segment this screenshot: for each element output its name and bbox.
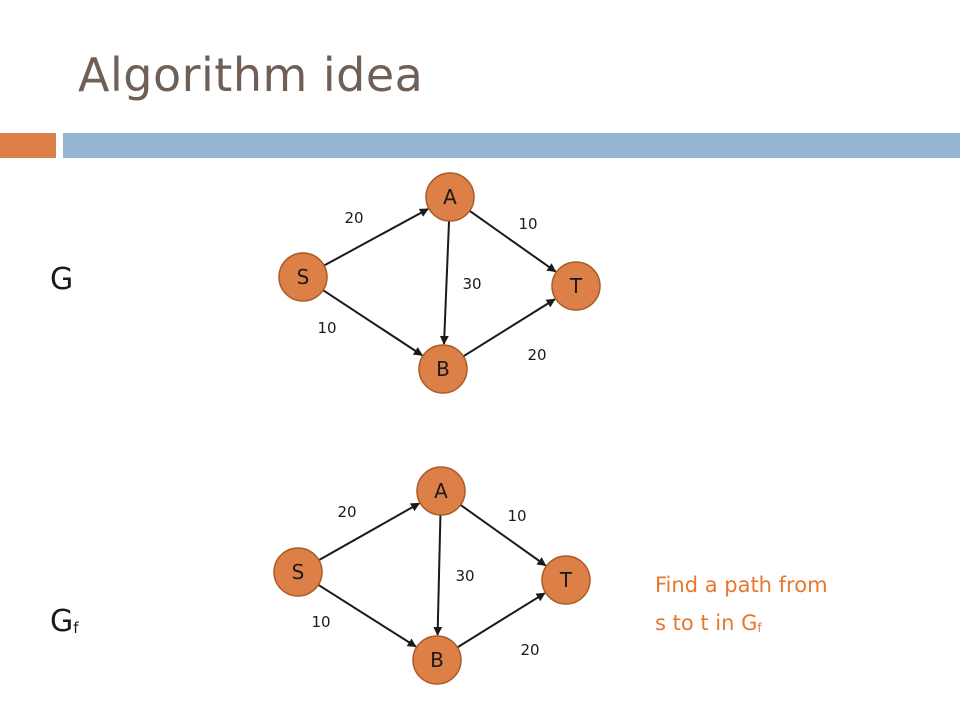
- graph-gf-label: Gf: [50, 604, 79, 639]
- edge-s-a: [318, 502, 421, 562]
- graph-gf-label-text: G: [50, 604, 74, 639]
- edge-weight-s-b: 10: [317, 319, 336, 337]
- slide-title: Algorithm idea: [78, 48, 424, 102]
- note-line-2: s to t in Gf: [655, 604, 915, 647]
- header-bar: [63, 133, 960, 158]
- accent-bar: [0, 133, 56, 158]
- node-circle: [551, 261, 601, 311]
- node-label: S: [297, 265, 310, 289]
- node-label: T: [569, 274, 583, 298]
- node-b: B: [418, 344, 468, 394]
- edge-b-t: [456, 592, 546, 649]
- node-label: B: [436, 357, 450, 381]
- node-label: S: [292, 560, 305, 584]
- edge-weight-a-b: 30: [455, 567, 474, 585]
- node-a: A: [425, 172, 475, 222]
- edge-a-t: [469, 210, 557, 273]
- node-circle: [541, 555, 591, 605]
- note-line-2-subscript: f: [757, 621, 762, 635]
- node-label: A: [434, 479, 448, 503]
- graph-g-label: G: [50, 262, 73, 297]
- edge-a-t: [459, 504, 547, 567]
- node-label: A: [443, 185, 457, 209]
- node-label: B: [430, 648, 444, 672]
- node-s: S: [273, 547, 323, 597]
- node-t: T: [541, 555, 591, 605]
- edge-a-b: [433, 514, 443, 636]
- edge-s-a: [323, 208, 429, 267]
- node-circle: [273, 547, 323, 597]
- node-b: B: [412, 635, 462, 685]
- edge-s-b: [322, 289, 423, 357]
- node-circle: [418, 344, 468, 394]
- node-circle: [416, 466, 466, 516]
- node-t: T: [551, 261, 601, 311]
- edge-a-b: [439, 220, 451, 345]
- node-s: S: [278, 252, 328, 302]
- edge-weight-s-a: 20: [337, 503, 356, 521]
- instruction-note: Find a path from s to t in Gf: [655, 566, 915, 647]
- graph-g-label-text: G: [50, 262, 74, 297]
- edge-weight-a-t: 10: [518, 215, 537, 233]
- edge-s-b: [317, 583, 417, 648]
- node-circle: [278, 252, 328, 302]
- node-circle: [412, 635, 462, 685]
- node-a: A: [416, 466, 466, 516]
- edge-b-t: [462, 298, 556, 358]
- edge-weight-s-a: 20: [344, 209, 363, 227]
- edge-weight-s-b: 10: [311, 613, 330, 631]
- edge-weight-a-t: 10: [507, 507, 526, 525]
- node-circle: [425, 172, 475, 222]
- node-label: T: [559, 568, 573, 592]
- note-line-1: Find a path from: [655, 573, 828, 597]
- note-line-2-text: s to t in G: [655, 611, 758, 635]
- graph-gf-label-subscript: f: [73, 619, 79, 637]
- edge-weight-a-b: 30: [462, 275, 481, 293]
- edge-weight-b-t: 20: [520, 641, 539, 659]
- edge-weight-b-t: 20: [527, 346, 546, 364]
